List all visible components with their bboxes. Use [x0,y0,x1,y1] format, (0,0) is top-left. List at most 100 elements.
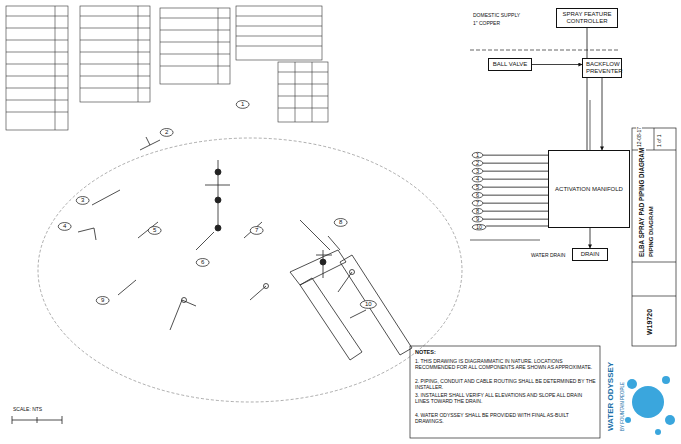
tag-ellipse [148,227,161,235]
node-text: ACTIVATION MANIFOLD [555,186,623,193]
drawing-label: 1 of 1 [656,133,662,148]
node-text: 3 [81,197,84,204]
path-art [118,272,366,330]
note-text: 4. WATER ODYSSEY SHALL BE PROVIDED WITH … [414,412,598,424]
equipment-box: BALL VALVE [488,58,532,71]
circle-art [655,429,661,435]
note-text: 2. PIPING, CONDUIT AND CABLE ROUTING SHA… [414,378,598,390]
path-art [278,62,328,122]
drawing-label: 1" COPPER [472,20,501,26]
pipe-connector [483,203,548,204]
zone-tag: 5 [148,226,161,235]
circle-art [215,197,221,203]
tag-ellipse [160,129,173,137]
pipe-connector [483,211,548,212]
node-text: 8 [476,208,479,214]
pipe-connector [483,195,548,196]
node-text: 1 [476,152,479,158]
note-text: 1. THIS DRAWING IS DIAGRAMMATIC IN NATUR… [414,358,598,370]
zone-tag: 9 [96,296,109,305]
circle-art [632,386,664,418]
zone-tag: 4 [472,176,483,182]
g-art [6,6,328,130]
circle-art [627,379,637,389]
path-art [340,255,412,355]
tag-ellipse [250,227,263,235]
zone-tag: 10 [472,224,486,230]
zone-tag: 7 [472,200,483,206]
tag-ellipse [472,184,483,190]
rect-art [278,62,328,122]
path-art [78,137,340,250]
tag-ellipse [472,192,483,198]
tag-ellipse [472,152,483,158]
circle-art [665,415,675,425]
drawing-label: WATER ODYSSEY [606,361,616,432]
pipe-connector [587,28,588,150]
node-text: 7 [476,200,479,206]
path-art [470,50,620,51]
tag-ellipse [236,101,249,109]
g-art [632,128,676,346]
node-text: 10 [365,301,372,308]
pipe-connector [602,78,603,150]
zone-tag: 5 [472,184,483,190]
tag-ellipse [196,259,209,267]
drawing-title: ELBA SPRAY PAD PIPING DIAGRAM [638,147,646,258]
circle-art [350,270,355,275]
drawing-label: DOMESTIC SUPPLY [472,12,521,18]
node-text: 5 [153,227,156,234]
rect-art [410,346,600,438]
node-text: 5 [476,184,479,190]
zone-tag: 8 [334,218,347,227]
node-text: 7 [255,227,258,234]
tag-ellipse [334,219,347,227]
note-text: 3. INSTALLER SHALL VERIFY ALL ELEVATIONS… [414,392,598,404]
node-text: 2 [165,129,168,136]
node-text: 6 [201,259,204,266]
drawing-label: WATER DRAIN [530,252,566,258]
path-art [6,6,68,130]
node-text: 1 [241,101,244,108]
note-text: NOTES: [414,349,437,356]
circle-art [264,284,269,289]
rect-art [160,8,230,84]
zone-tag: 6 [196,258,209,267]
g-art [12,416,62,424]
zone-tag: 1 [236,100,249,109]
pipe-connector [486,226,548,227]
drawing-label: W19720 [646,308,654,336]
zone-tag: 1 [472,152,483,158]
zone-tag: 3 [76,196,89,205]
zone-tag: 4 [58,222,71,231]
zone-tag: 2 [472,160,483,166]
rect-art [6,6,68,130]
zone-tag: 10 [360,300,377,309]
pipe-connector [483,171,548,172]
circle-art [215,169,221,175]
ellipse-art [38,138,462,402]
zone-tag: 9 [472,216,483,222]
tag-ellipse [76,197,89,205]
pipe-connector [532,64,582,65]
path-art [205,160,230,230]
equipment-box: ACTIVATION MANIFOLD [548,150,630,228]
tag-ellipse [58,223,71,231]
circle-art [320,259,326,265]
node-text: 2 [476,160,479,166]
drawing-label: SCALE: NTS [12,406,43,412]
node-text: 8 [339,219,342,226]
g-art [625,376,675,435]
node-text: 6 [476,192,479,198]
tag-ellipse [472,200,483,206]
circle-art [215,225,221,231]
zone-tag: 2 [160,128,173,137]
path-art [160,8,230,84]
path-art [632,128,676,296]
pipe-connector [590,228,591,248]
zone-tag: 8 [472,208,483,214]
tag-ellipse [360,301,376,309]
equipment-box: BACKFLOW PREVENTER [582,58,622,78]
path-art [290,250,346,285]
